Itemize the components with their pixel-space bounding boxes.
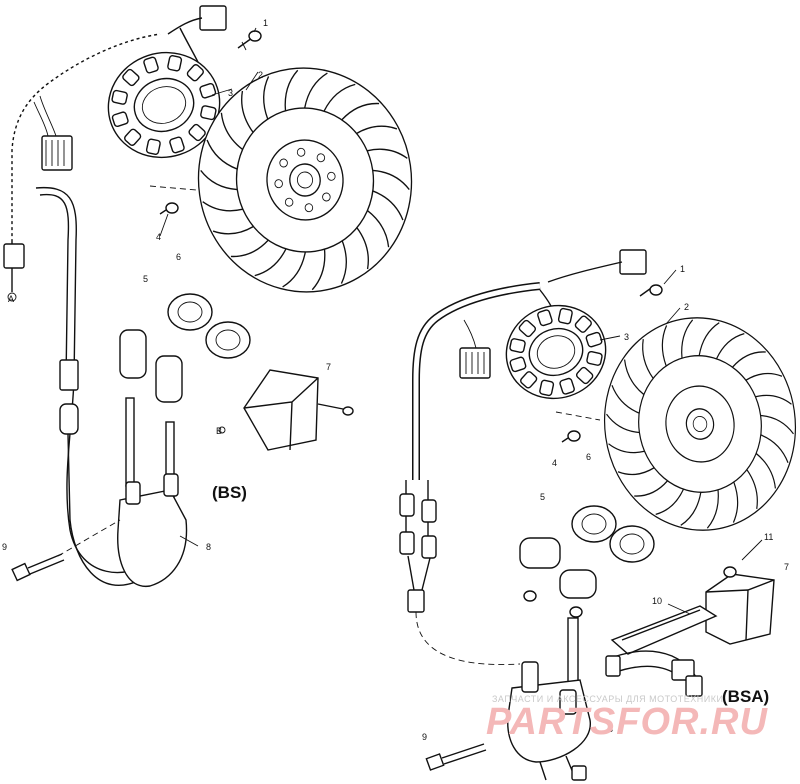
flywheel-hole	[284, 197, 294, 207]
stator-coil	[145, 138, 161, 155]
flywheel-left	[183, 53, 427, 307]
callout-8: 8	[206, 542, 211, 552]
callout-6: 6	[176, 252, 181, 262]
spark-plug-caps-left	[119, 329, 183, 503]
stator-coil	[537, 309, 553, 327]
flywheel-hole	[296, 147, 306, 157]
stator-coil	[124, 128, 142, 146]
ignition-coil-right	[507, 661, 591, 781]
bolt-1-right	[639, 284, 663, 297]
stator-left	[107, 51, 221, 159]
stator-coil	[111, 111, 129, 128]
stator-coil	[167, 55, 183, 72]
bolt-1-left	[237, 30, 262, 51]
callout-4: 4	[156, 232, 161, 242]
flywheel-right	[590, 304, 800, 544]
variant-label-bs: (BS)	[212, 483, 247, 502]
stator-coil	[200, 105, 217, 121]
seals-right	[571, 505, 655, 563]
stator-coil	[559, 377, 575, 395]
callout-4: 4	[552, 458, 557, 468]
stator-coil	[188, 123, 206, 142]
assembly-bsa: 1 2 3 4 5 6 7 8 9 10 11 (BSA)	[399, 249, 800, 781]
bolt-9-right	[425, 743, 487, 771]
callout-b: B	[216, 426, 222, 436]
flywheel-hole	[316, 153, 326, 163]
callout-5: 5	[540, 492, 545, 502]
callouts-right: 1 2 3 4 5 6 7 8 9 10 11	[422, 264, 789, 742]
callout-1: 1	[263, 18, 268, 28]
stator-coil	[520, 371, 538, 389]
stator-coil	[509, 356, 527, 373]
stator-coil	[557, 307, 573, 325]
stator-right	[505, 304, 607, 400]
watermark-logo: PARTSFOR.RU	[486, 701, 768, 743]
callout-11: 11	[764, 532, 773, 542]
callouts-left: 1 2 3 4 5 6 7 8 9 A B	[2, 18, 331, 552]
stator-coil	[111, 89, 128, 105]
spark-plug-caps-right	[519, 537, 597, 701]
stator-coil	[586, 350, 603, 366]
wiring-harness-left	[3, 5, 227, 586]
assembly-bs: 1 2 3 4 5 6 7 8 9 A B (BS)	[2, 5, 427, 587]
stator-coil	[575, 366, 594, 385]
flywheel-hole	[304, 203, 314, 213]
seals-left	[167, 293, 251, 359]
stator-coil	[122, 68, 140, 87]
bolt-9-left	[11, 553, 65, 582]
flywheel-hole	[322, 192, 331, 202]
flywheel-hole	[279, 158, 288, 168]
flywheel-hole	[327, 171, 336, 181]
stator-coil	[186, 64, 204, 82]
callout-8: 8	[608, 724, 613, 734]
stator-coil	[143, 56, 159, 74]
stator-coil	[509, 338, 526, 354]
callout-1: 1	[680, 264, 685, 274]
callout-9: 9	[422, 732, 427, 742]
callout-a: A	[8, 294, 14, 304]
stator-coil	[539, 379, 555, 397]
stator-coil	[199, 82, 217, 99]
callout-9: 9	[2, 542, 7, 552]
wiring-harness-right	[399, 249, 647, 665]
callout-10: 10	[652, 596, 662, 606]
callout-3: 3	[228, 88, 233, 98]
stator-coil	[169, 136, 185, 154]
screw-4-left	[159, 202, 179, 215]
stator-coil	[518, 319, 537, 338]
callout-6: 6	[586, 452, 591, 462]
stator-coil	[585, 331, 603, 348]
cdi-box-right	[605, 566, 775, 697]
watermark: ЗАПЧАСТИ И АКСЕССУАРЫ ДЛЯ МОТОТЕХНИКИ PA…	[486, 694, 768, 743]
variant-label-bsa: (BSA)	[722, 687, 769, 706]
callout-2: 2	[684, 302, 689, 312]
callout-7: 7	[784, 562, 789, 572]
stator-coil	[574, 315, 592, 333]
callout-5: 5	[143, 274, 148, 284]
callout-3: 3	[624, 332, 629, 342]
callout-7: 7	[326, 362, 331, 372]
cdi-box-left	[218, 369, 354, 451]
flywheel-hole	[274, 179, 283, 189]
ignition-coil-left	[117, 473, 188, 587]
screw-4-right	[561, 430, 581, 443]
callout-2: 2	[258, 70, 263, 80]
watermark-tagline: ЗАПЧАСТИ И АКСЕССУАРЫ ДЛЯ МОТОТЕХНИКИ	[492, 694, 723, 704]
